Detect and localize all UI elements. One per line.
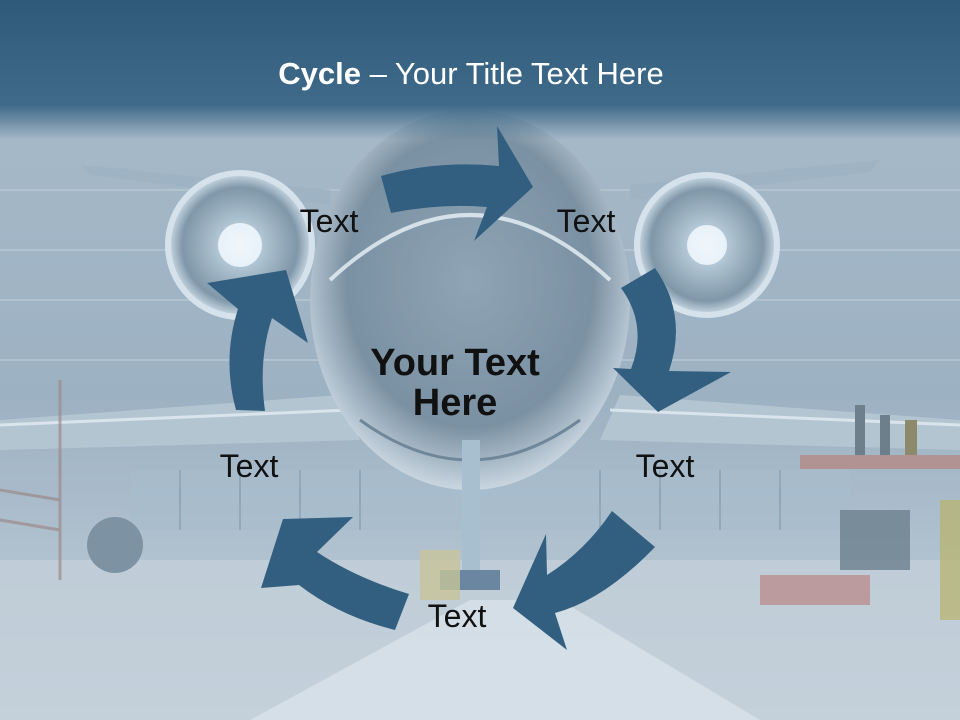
cycle-arrow — [261, 517, 409, 630]
title-bold-part: Cycle — [278, 56, 361, 91]
cycle-node-top-left: Text — [299, 203, 359, 239]
center-text: Your Text Here — [330, 343, 580, 423]
title-rest-part: – Your Title Text Here — [361, 56, 664, 91]
slide-title: Cycle – Your Title Text Here — [0, 52, 942, 96]
cycle-arrow — [207, 270, 308, 411]
cycle-arrow — [613, 268, 731, 412]
cycle-node-left: Text — [219, 448, 279, 484]
cycle-node-top-right: Text — [556, 203, 616, 239]
center-text-line2: Here — [412, 382, 498, 424]
cycle-node-bottom: Text — [427, 598, 487, 634]
cycle-node-right: Text — [635, 448, 695, 484]
cycle-arrow — [513, 511, 655, 650]
cycle-arrow — [381, 126, 533, 241]
center-text-line1: Your Text — [370, 342, 540, 384]
